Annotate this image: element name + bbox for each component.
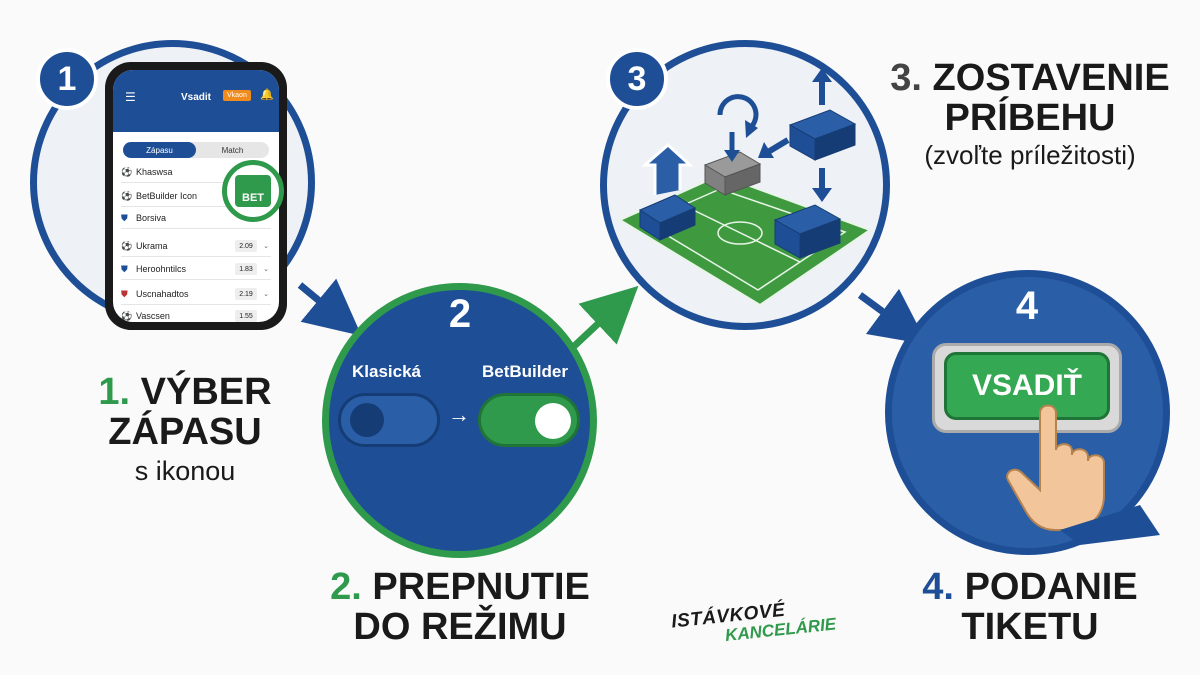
toggle-right-label: BetBuilder (482, 362, 568, 381)
chevron-down-icon[interactable]: ⌄ (263, 243, 269, 250)
arrow-3-to-4 (857, 288, 928, 345)
step-2-title: 2. PREPNUTIE DO REŽIMU (310, 567, 610, 647)
step-3-title-line2: PRÍBEHU (944, 97, 1116, 139)
hand-pointer-icon (1006, 404, 1160, 545)
mode-toggle-on[interactable] (478, 393, 580, 447)
match-name: Khaswsa (136, 167, 173, 177)
step-1-title-line1: VÝBER (140, 371, 272, 413)
shield-icon: ⛊ (121, 212, 128, 223)
match-name: Uscnahadtos (136, 289, 189, 299)
step-3-badge: 3 (606, 48, 668, 110)
lego-brick-icon (773, 204, 842, 259)
tab-bar: Zápasu Match (123, 142, 269, 158)
step-4-number: 4. (922, 566, 954, 608)
toggle-knob-off (350, 403, 384, 437)
bet-badge-label: BET (242, 192, 264, 204)
match-name: BetBuilder Icon (136, 191, 198, 201)
step-3-number: 3. (890, 57, 922, 99)
bell-icon[interactable]: 🔔 (260, 89, 274, 101)
chevron-down-icon[interactable]: ⌄ (263, 266, 269, 273)
match-name: Ukrama (136, 241, 168, 251)
step-1-number: 1. (98, 371, 131, 413)
step-2-badge: 2 (448, 292, 472, 336)
arrow-1-to-2 (297, 278, 362, 336)
match-row[interactable]: ⚽Ukrama 2.09 ⌄ (121, 236, 271, 257)
match-row[interactable]: ⛊ Borsiva (121, 208, 271, 229)
step-4-badge: 4 (1015, 284, 1039, 328)
arrow-2-to-3 (567, 285, 639, 353)
shield-icon: ⛊ (121, 263, 128, 274)
soccer-ball-icon: ⚽ (121, 240, 133, 251)
step-3-subtitle: (zvoľte príležitosti) (924, 140, 1136, 170)
toggle-left-label: Klasická (352, 362, 421, 381)
toggle-arrow: → (448, 402, 470, 427)
match-row[interactable]: ⚽Khaswsa (121, 162, 271, 183)
header-button[interactable]: Vkaon (223, 90, 251, 101)
step-1-title: 1. VÝBER ZÁPASU (85, 372, 285, 452)
step-1-badge: 1 (36, 48, 98, 110)
match-row[interactable]: ⚽Vascsen 1.55 (121, 306, 271, 322)
step-3-title: 3. ZOSTAVENIE PRÍBEHU (880, 58, 1180, 138)
refresh-icon (717, 94, 759, 130)
step-1-subtitle: s ikonou (134, 456, 236, 486)
match-row[interactable]: ⛊ Heroohntilcs 1.83 ⌄ (121, 259, 271, 280)
step-2-number: 2. (330, 566, 362, 608)
mode-toggle-off[interactable] (338, 393, 440, 447)
vsadit-button[interactable]: VSADIŤ (944, 352, 1110, 420)
shield-icon: ⛊ (121, 288, 128, 299)
match-name: Borsiva (136, 213, 167, 223)
toggle-knob-on (535, 403, 571, 439)
step-2-title-line1: PREPNUTIE (372, 566, 590, 608)
match-row[interactable]: ⛊ Uscnahadtos 2.19 ⌄ (121, 284, 271, 305)
soccer-ball-icon: ⚽ (121, 190, 133, 201)
step-3-title-line1: ZOSTAVENIE (932, 57, 1170, 99)
odds-value[interactable]: 2.09 (235, 240, 257, 252)
lego-brick-icon (788, 109, 857, 161)
bet-badge[interactable]: BET (235, 175, 271, 207)
odds-value[interactable]: 2.19 (235, 288, 257, 300)
lego-brick-icon (638, 194, 697, 241)
menu-icon[interactable]: ☰ (125, 90, 136, 104)
step-2-title-line2: DO REŽIMU (353, 606, 567, 648)
app-header: ☰ Vsadit Vkaon 🔔 (113, 70, 279, 132)
chevron-down-icon[interactable]: ⌄ (263, 291, 269, 298)
tab-match[interactable]: Match (221, 145, 244, 155)
match-name: Vascsen (136, 311, 170, 321)
betbuilder-highlight-ring (222, 160, 284, 222)
step-4-title-line2: TIKETU (961, 606, 1099, 648)
app-title: Vsadit (181, 92, 212, 103)
home-arrow-icon (640, 142, 694, 195)
match-row[interactable]: ⚽BetBuilder Icon (121, 186, 271, 207)
match-name: Heroohntilcs (136, 264, 187, 274)
soccer-ball-icon: ⚽ (121, 166, 133, 177)
step-1-title-line2: ZÁPASU (108, 411, 262, 453)
odds-value[interactable]: 1.83 (235, 263, 257, 275)
odds-value[interactable]: 1.55 (235, 310, 257, 322)
step-4-title: 4. PODANIE TIKETU (890, 567, 1170, 647)
tab-zapasu[interactable]: Zápasu (123, 142, 196, 158)
pitch-illustration (617, 68, 873, 307)
arrow-left-icon (766, 137, 790, 155)
soccer-ball-icon: ⚽ (121, 310, 133, 321)
step-4-title-line1: PODANIE (964, 566, 1138, 608)
vsadit-button-label: VSADIŤ (971, 369, 1082, 402)
